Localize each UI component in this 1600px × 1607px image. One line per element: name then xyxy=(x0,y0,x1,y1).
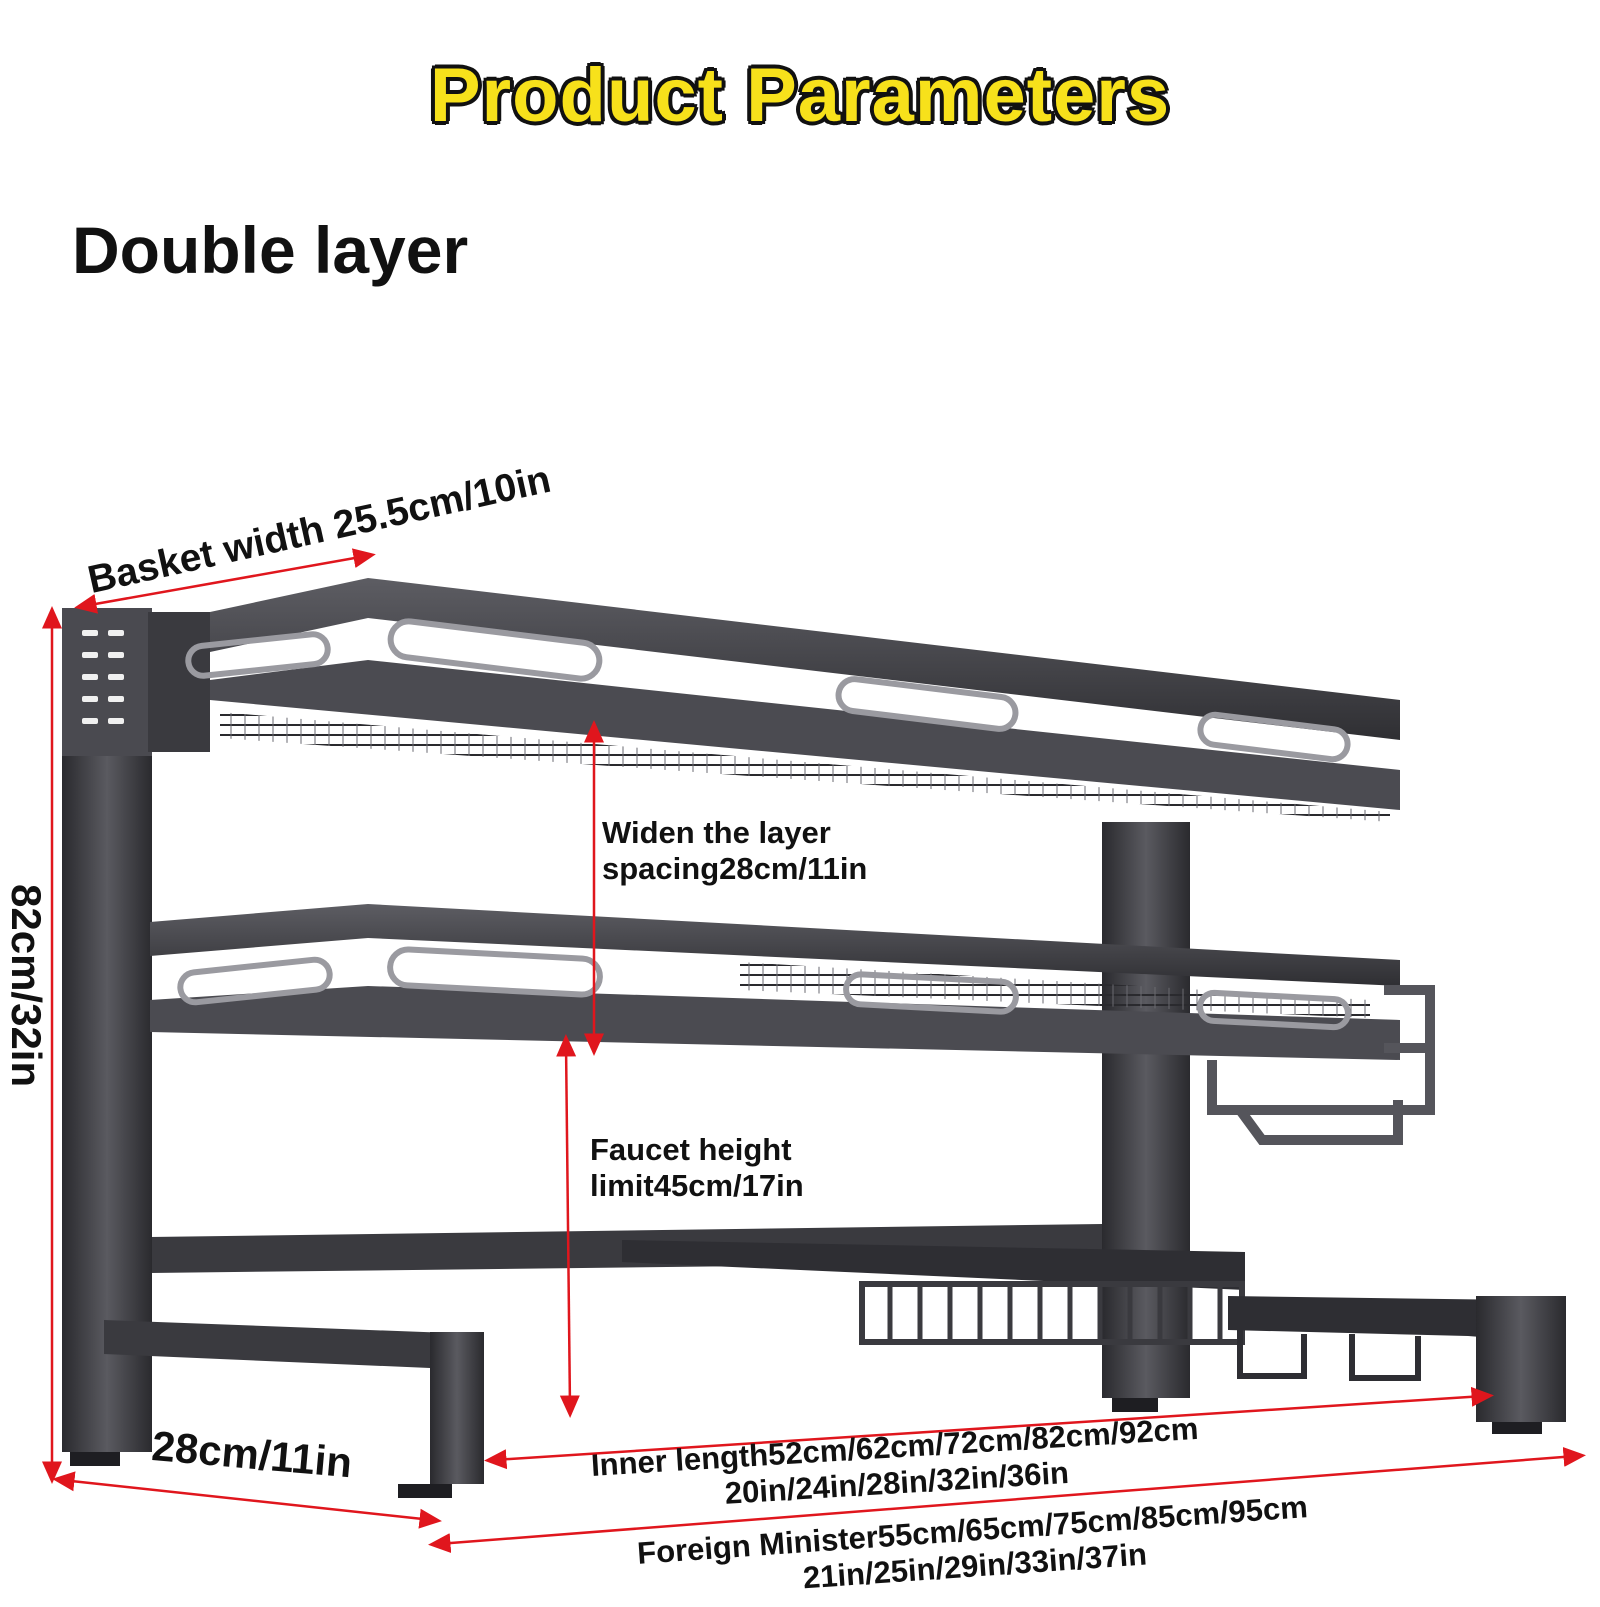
total-height-label: 82cm/32in xyxy=(3,884,50,1088)
upper-shelf xyxy=(185,578,1400,822)
dimension-arrows xyxy=(42,548,1586,1554)
faucet-height-label: Faucet height limit45cm/17in xyxy=(590,1132,804,1203)
page-title: Product Parameters xyxy=(429,53,1171,138)
depth-arrow xyxy=(52,1471,442,1529)
faucet-arrow xyxy=(556,1034,580,1418)
layer-spacing-line2: spacing28cm/11in xyxy=(602,850,868,886)
back-right-post xyxy=(1102,822,1190,1412)
faucet-line2: limit45cm/17in xyxy=(590,1167,804,1203)
right-foot xyxy=(1228,1296,1566,1434)
knife-holder xyxy=(62,608,210,756)
layer-spacing-label: Widen the layer spacing28cm/11in xyxy=(602,815,867,886)
side-hanger xyxy=(1207,985,1435,1145)
layer-spacing-line1: Widen the layer xyxy=(602,815,831,850)
lower-shelf xyxy=(150,904,1400,1060)
section-subtitle: Double layer xyxy=(72,213,469,287)
faucet-line1: Faucet height xyxy=(590,1132,792,1167)
basket-width-arrow xyxy=(74,548,376,614)
outer-length-arrow xyxy=(428,1446,1586,1554)
